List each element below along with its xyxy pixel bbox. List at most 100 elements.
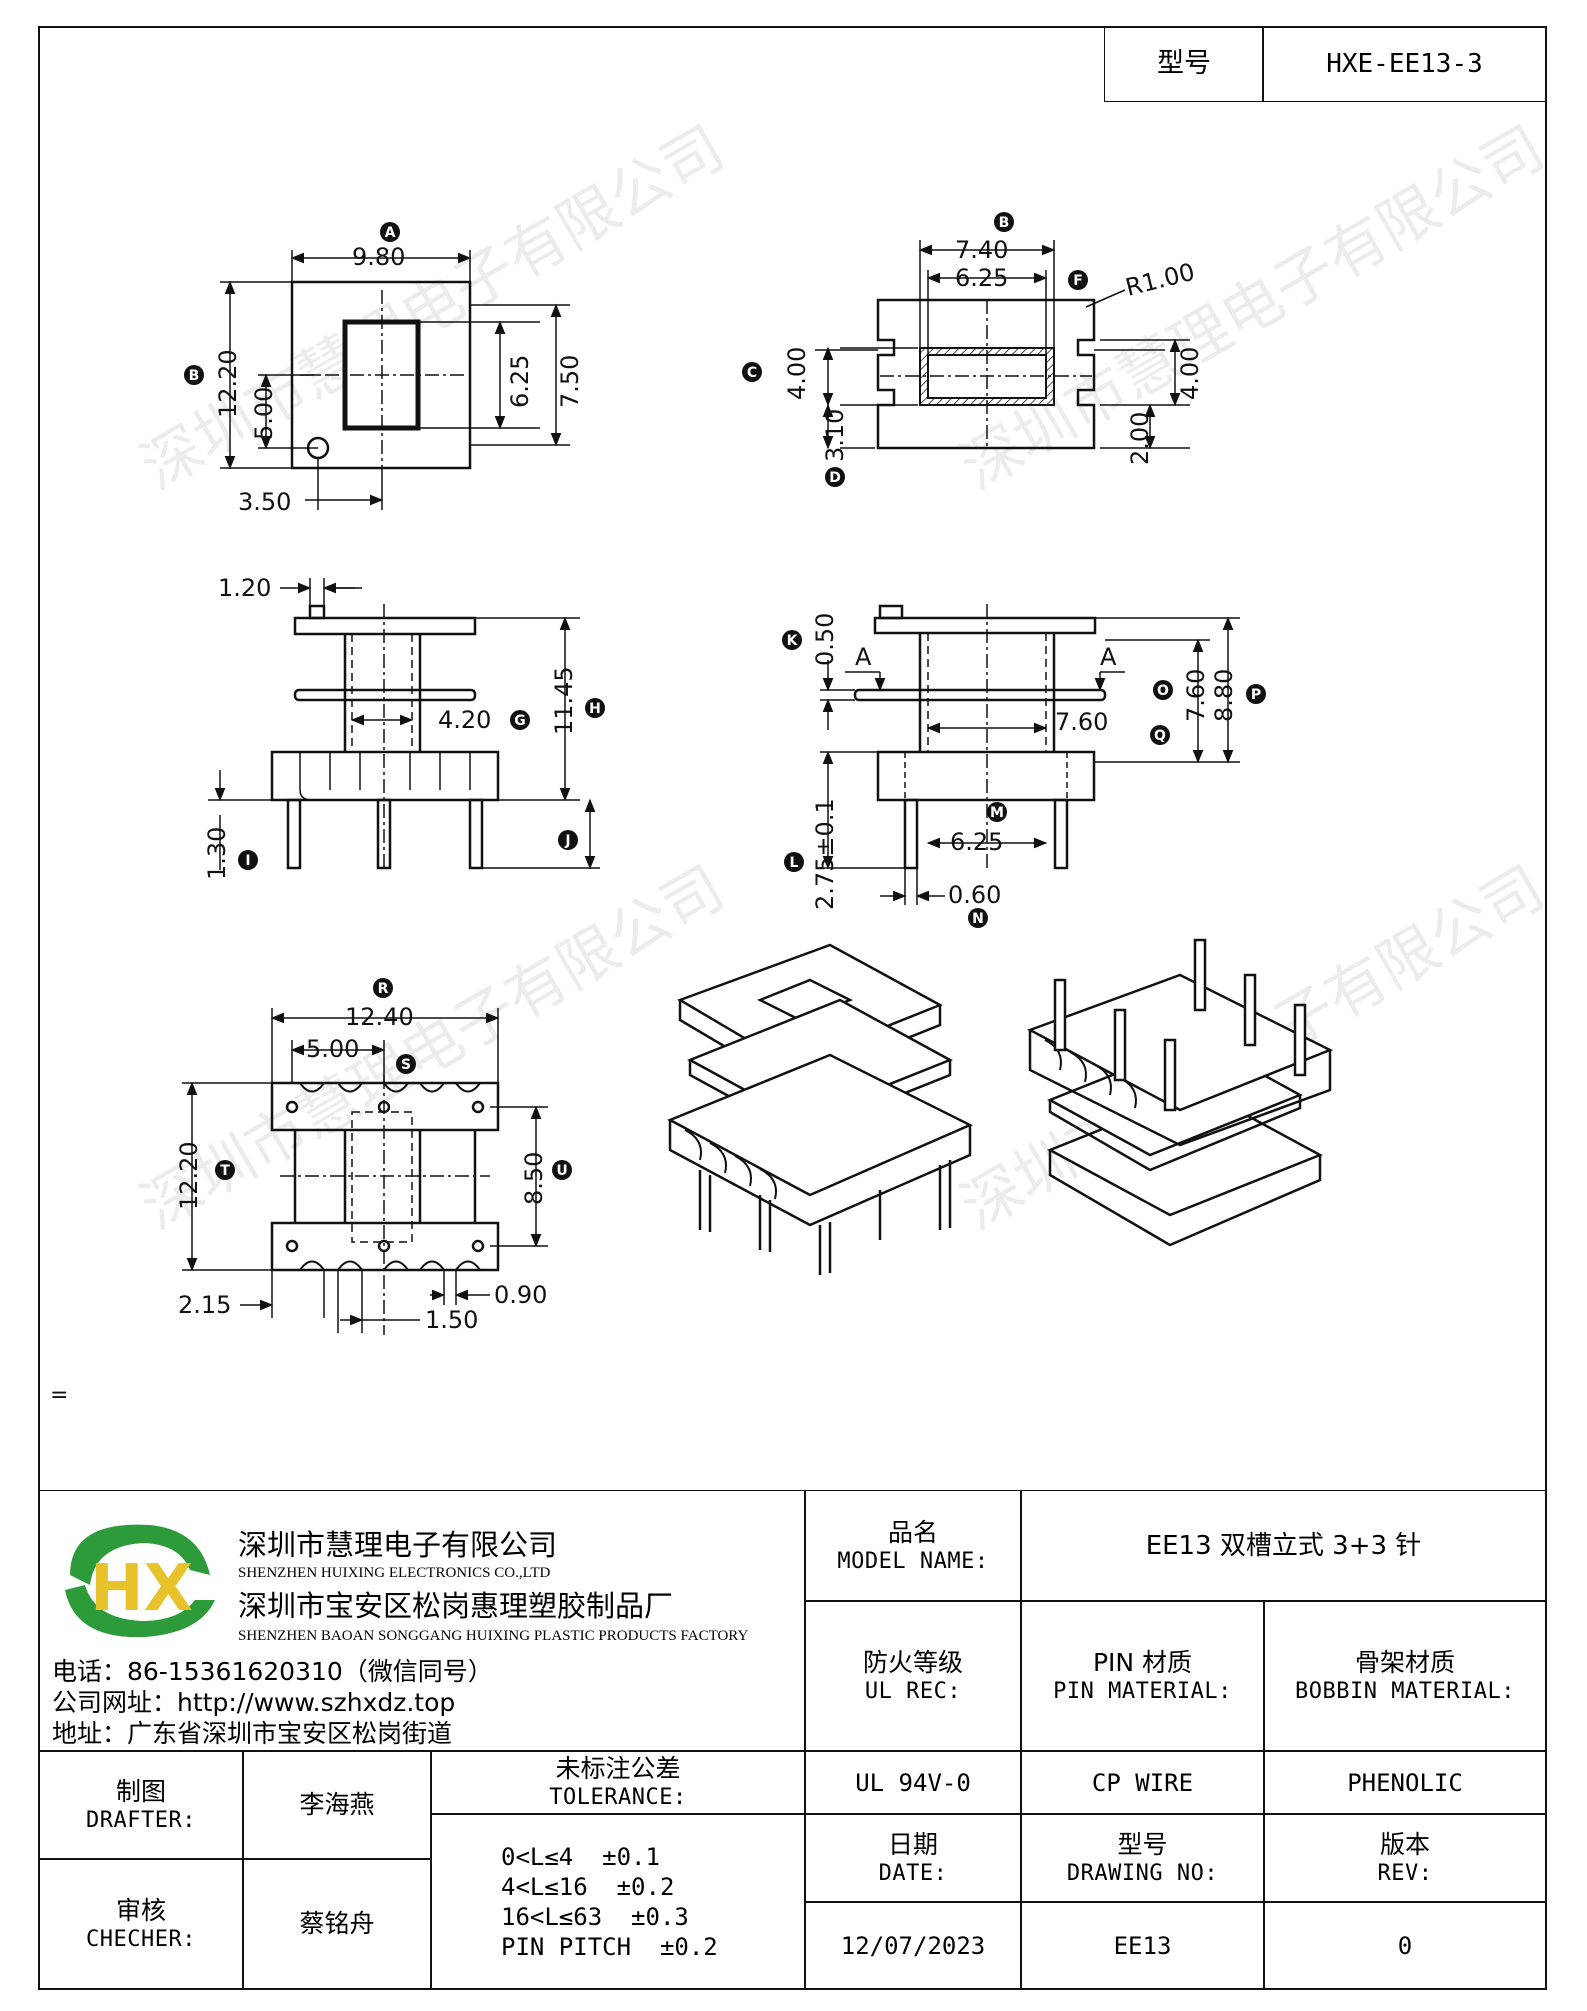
svg-text:B: B [999,215,1010,231]
drafter-label-cn: 制图 [115,1776,166,1806]
date-label-en: DATE: [878,1860,948,1886]
svg-text:C: C [747,365,757,381]
ref-letter: Q [1150,725,1170,745]
svg-text:R: R [378,981,389,997]
svg-text:G: G [514,713,526,729]
company-address: 地址：广东省深圳市宝安区松岗街道 [52,1719,453,1748]
tolerance-item: PIN PITCH ±0.2 [501,1932,718,1961]
dim-side-k-value: 0.50 [811,613,839,666]
tolerance-label-cn: 未标注公差 [555,1754,681,1784]
dim-side-m-value: 6.25 [950,828,1003,856]
model-name-label-cn: 品名 [887,1517,938,1547]
dim-tr-radius-value: R1.00 [1123,258,1198,302]
svg-text:L: L [790,855,799,871]
model-name-label-en: MODEL NAME: [837,1548,989,1574]
dim-top-d4-value: 3.50 [238,488,291,516]
drafter-label: 制图 DRAFTER: [38,1750,244,1860]
factory-name-cn: 深圳市宝安区松岗惠理塑胶制品厂 [238,1589,674,1623]
front-view [208,578,600,870]
dim-side-section-right: A [1100,643,1117,671]
model-name-label: 品名 MODEL NAME: [804,1490,1022,1602]
bobbin-material-label-cn: 骨架材质 [1354,1647,1455,1677]
svg-text:M: M [990,805,1004,821]
ref-letter: L [784,852,804,872]
ul-rec-label: 防火等级 UL REC: [804,1600,1022,1752]
checker-value: 蔡铭舟 [242,1858,432,1990]
company-info-panel [38,1490,806,1752]
ref-letter: M [987,802,1007,822]
tolerance-label: 未标注公差 TOLERANCE: [430,1750,806,1815]
dim-tr-d-value: 3.10 [821,409,849,462]
svg-text:O: O [1157,683,1169,699]
ref-letter: T [215,1160,235,1180]
side-view [820,604,1240,905]
company-website: 公司网址：http://www.szhxdz.top [52,1688,456,1717]
svg-text:K: K [787,633,799,649]
dim-front-d1-value: 1.20 [218,574,271,602]
pin-material-label-en: PIN MATERIAL: [1053,1678,1232,1704]
ref-letter: I [238,850,258,870]
checker-label-en: CHECHER: [86,1926,196,1952]
tolerance-item: 4<L≤16 ±0.2 [501,1872,675,1901]
drafter-label-en: DRAFTER: [86,1807,196,1833]
drawing-no-label: 型号 DRAWING NO: [1020,1813,1265,1903]
dim-top-d3-value: 7.50 [556,355,584,408]
svg-text:I: I [245,853,250,869]
pin-material-value: CP WIRE [1020,1750,1265,1815]
drafter-value-text: 李海燕 [299,1790,375,1820]
dim-top-d2-value: 6.25 [506,355,534,408]
ref-letter: F [1068,270,1088,290]
bottom-view [182,1008,548,1335]
rev-value: 0 [1263,1901,1547,1990]
date-label: 日期 DATE: [804,1813,1022,1903]
dim-bottom-t-value: 12.20 [175,1141,203,1210]
logo-text: HX [90,1552,193,1626]
note-mark: = [50,1383,68,1408]
dim-tr-c-value: 4.00 [783,347,811,400]
tolerance-item: 0<L≤4 ±0.1 [501,1842,660,1871]
ref-letter: D [825,467,845,487]
dim-top-a-value: 9.80 [352,243,405,271]
isometric-bobbin-exploded [667,943,973,1275]
svg-text:Q: Q [1154,728,1166,744]
ref-letter: R [373,978,393,998]
dim-side-q-value: 7.60 [1055,708,1108,736]
ref-letter: J [558,830,578,850]
svg-text:S: S [401,1057,411,1073]
dim-front-g-value: 4.20 [438,706,491,734]
tolerance-item: 16<L≤63 ±0.3 [501,1902,689,1931]
rev-label-en: REV: [1377,1860,1433,1886]
dim-bottom-d1-value: 2.15 [178,1291,231,1319]
model-name-value-text: EE13 双槽立式 3+3 针 [1145,1530,1422,1561]
dim-side-n-value: 0.60 [948,881,1001,909]
svg-text:H: H [589,701,601,717]
header-model-label: 型号 [1104,26,1264,102]
dim-tr-d1-value: 6.25 [955,264,1008,292]
company-name-cn: 深圳市慧理电子有限公司 [238,1528,558,1562]
dim-bottom-u-value: 8.50 [520,1152,548,1205]
bobbin-material-value: PHENOLIC [1263,1750,1547,1815]
svg-text:J: J [564,833,570,849]
dim-side-section-left: A [855,643,872,671]
svg-text:B: B [189,368,200,384]
dim-front-i-value: 1.30 [203,827,231,880]
svg-text:D: D [829,470,841,486]
isometric-bobbin-assembled [1026,938,1334,1247]
checker-label: 审核 CHECHER: [38,1858,244,1990]
svg-text:P: P [1251,687,1261,703]
dim-bottom-d2-value: 0.90 [494,1281,547,1309]
dim-side-l-value: 2.75±0.1 [811,798,839,910]
ul-rec-label-en: UL REC: [864,1678,962,1704]
ul-rec-value: UL 94V-0 [804,1750,1022,1815]
model-name-value: EE13 双槽立式 3+3 针 [1020,1490,1547,1602]
ref-letter: H [585,698,605,718]
ref-letter: P [1246,684,1266,704]
dim-bottom-s-value: 5.00 [306,1035,359,1063]
top-right-view [815,240,1190,450]
rev-label: 版本 REV: [1263,1813,1547,1903]
svg-text:A: A [385,225,396,241]
dim-bottom-d3-value: 1.50 [425,1306,478,1334]
bobbin-material-label-en: BOBBIN MATERIAL: [1295,1678,1515,1704]
checker-label-cn: 审核 [115,1895,166,1925]
ul-rec-label-cn: 防火等级 [862,1647,963,1677]
